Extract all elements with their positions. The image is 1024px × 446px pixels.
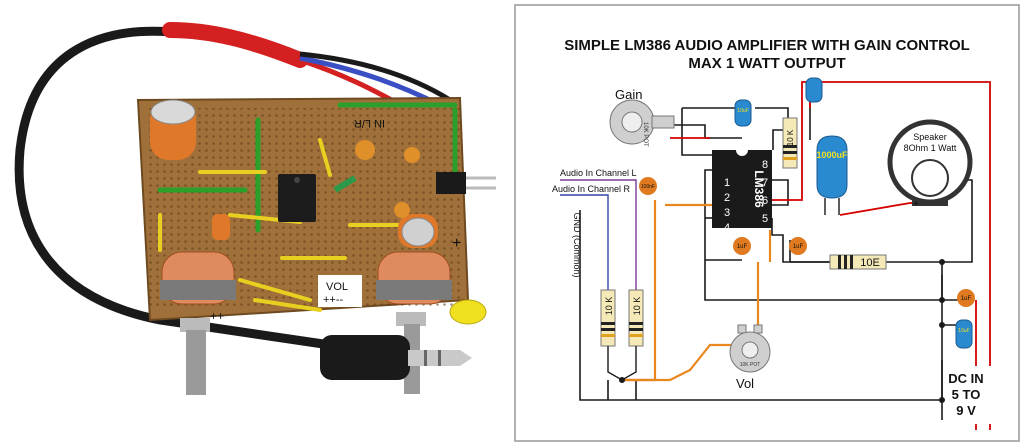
board-marking: IN L/R	[354, 117, 385, 129]
jumper-wires	[157, 102, 458, 312]
header-connector	[436, 172, 496, 194]
pin-5: 5	[762, 213, 768, 225]
capacitor-100nf: 100nF	[639, 177, 657, 195]
svg-text:1uF: 1uF	[961, 296, 972, 302]
vol-label-tag: VOL ++--	[318, 275, 362, 307]
resistor-green	[333, 175, 357, 193]
svg-text:10uF: 10uF	[737, 108, 748, 114]
ceramic-cap-a	[355, 140, 375, 160]
pin-8: 8	[762, 159, 768, 171]
svg-text:10 K: 10 K	[786, 129, 795, 146]
capacitor-10uf-power	[805, 77, 823, 103]
resistor-10k-top: 10 K	[782, 117, 798, 169]
svg-text:10E: 10E	[860, 257, 880, 269]
vol-pot-text: 10K POT	[740, 362, 761, 368]
svg-text:8Ohm 1 Watt: 8Ohm 1 Watt	[904, 143, 957, 153]
pin-7: 7	[762, 177, 768, 189]
pin-3: 3	[724, 207, 730, 219]
svg-text:10 K: 10 K	[604, 297, 614, 316]
dc-input-label: DC IN 5 TO 9 V	[945, 366, 1005, 424]
resistor-10k-left: 10 K	[600, 289, 616, 347]
audio-jack-plug	[320, 335, 472, 380]
svg-text:9 V: 9 V	[956, 403, 976, 418]
svg-text:10uF: 10uF	[958, 328, 969, 334]
resistor-10k-right: 10 K	[628, 289, 644, 347]
schematic-title-line1: SIMPLE LM386 AUDIO AMPLIFIER WITH GAIN C…	[564, 37, 970, 54]
svg-text:100nF: 100nF	[641, 184, 655, 190]
schematic-title-line2: MAX 1 WATT OUTPUT	[688, 55, 845, 72]
power-sign: +	[452, 235, 461, 252]
capacitor-small	[212, 214, 230, 240]
svg-text:1uF: 1uF	[737, 244, 748, 250]
capacitor-1uf-a: 1uF	[733, 237, 751, 255]
gain-pot-text: 10K POT	[642, 122, 648, 147]
cable-red-sleeve	[162, 22, 308, 68]
circuit-photo: IN L/R + VOL ++-- ++	[0, 0, 510, 446]
vol-label: VOL	[326, 281, 348, 293]
svg-text:1uF: 1uF	[793, 244, 804, 250]
pin-2: 2	[724, 192, 730, 204]
capacitor-right	[398, 214, 438, 248]
speaker: Speaker 8Ohm 1 Watt +	[887, 119, 973, 210]
capacitor-1uf-c: 1uF	[957, 289, 975, 307]
gain-potentiometer: 10K POT	[609, 99, 675, 147]
capacitor-10uf-bottom: 10uF	[955, 319, 973, 349]
ic-label: LM386	[752, 170, 766, 208]
pin-6: 6	[762, 195, 768, 207]
capacitor-left-top	[150, 99, 196, 160]
plus-marks: ++	[210, 309, 224, 323]
wires-red	[670, 81, 991, 430]
speaker-plus: +	[913, 199, 919, 210]
ceramic-cap-b	[404, 147, 420, 163]
vol-label: Vol	[736, 376, 754, 391]
gnd-label: GND (Common)	[572, 212, 582, 277]
wire-black	[299, 51, 452, 103]
vol-pins: ++--	[323, 294, 344, 306]
capacitor-1uf-b: 1uF	[789, 237, 807, 255]
gain-potentiometer-photo: ++	[160, 251, 236, 395]
cable	[14, 26, 335, 350]
wires-orange	[622, 200, 772, 382]
svg-text:Speaker: Speaker	[913, 132, 947, 142]
ceramic-cap-c	[394, 202, 410, 218]
led-yellow	[449, 299, 487, 325]
resistor-10e: 10E	[790, 254, 887, 270]
svg-text:5 TO: 5 TO	[952, 387, 981, 402]
wires-input	[560, 179, 637, 290]
capacitor-1000uf: 1000uF	[816, 135, 848, 215]
gain-label: Gain	[615, 87, 642, 102]
lm386-ic: LM386 1 2 3 4 8 7 6 5	[712, 150, 772, 234]
svg-text:1000uF: 1000uF	[816, 150, 848, 160]
input-channel-l: Audio In Channel L	[560, 168, 637, 178]
pin-1: 1	[724, 177, 730, 189]
pin-4: 4	[724, 222, 730, 234]
lm386-chip	[278, 174, 316, 222]
svg-text:10 K: 10 K	[632, 297, 642, 316]
capacitor-10uf-top: 10uF	[734, 99, 752, 127]
volume-potentiometer: 10K POT	[729, 324, 771, 373]
junction-dots	[619, 259, 945, 403]
schematic-diagram: SIMPLE LM386 AUDIO AMPLIFIER WITH GAIN C…	[514, 4, 1020, 442]
input-channel-r: Audio In Channel R	[552, 184, 631, 194]
svg-text:DC IN: DC IN	[948, 371, 983, 386]
